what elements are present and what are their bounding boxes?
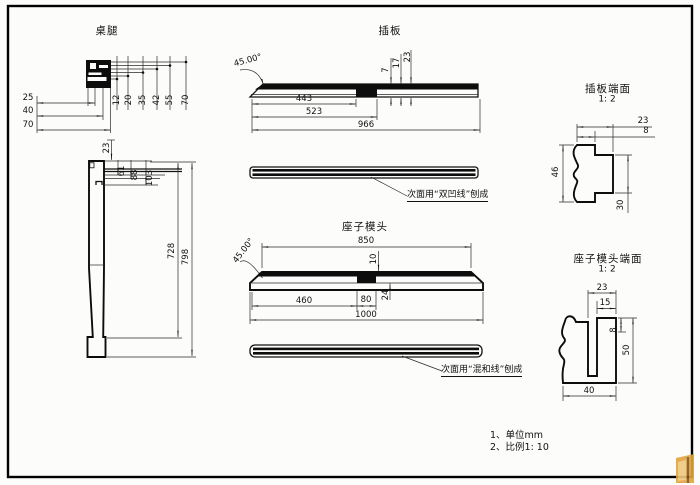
seat-main-view	[239, 243, 484, 324]
dim-label: 50	[621, 344, 632, 356]
dim-label: 20	[123, 94, 134, 106]
seat-profile-bar	[249, 344, 483, 372]
dim-label: 8	[643, 125, 649, 136]
dim-label: 23	[637, 115, 649, 126]
view-title-seat: 座子模头	[342, 220, 388, 233]
leg-top-view	[36, 56, 188, 133]
process-note-board: 次面用“双凹线”刨成	[407, 190, 489, 203]
dim-label: 523	[305, 106, 323, 117]
view-title-board-end: 插板端面	[585, 82, 631, 95]
dim-label: 23	[402, 51, 413, 63]
dim-label: 70	[180, 94, 191, 106]
dim-label: 1000	[355, 309, 377, 320]
dim-label: 103	[144, 169, 155, 187]
dim-label: 42	[151, 94, 162, 106]
dim-label: 460	[295, 295, 313, 306]
note-units: 1、单位mm	[490, 430, 544, 441]
dim-label: 35	[137, 94, 148, 106]
board-profile-bar	[249, 166, 479, 197]
dim-label: 17	[391, 57, 402, 69]
watermark-logo	[676, 454, 694, 483]
dim-label: 40	[583, 385, 595, 396]
dim-label: 40	[22, 105, 34, 116]
dim-label: 15	[599, 297, 611, 308]
dim-label: 80	[360, 294, 372, 305]
scale-label-board-end: 1: 2	[598, 94, 616, 105]
dim-label: 850	[357, 235, 375, 246]
dim-label: 798	[180, 248, 191, 266]
note-scale: 2、比例1: 10	[490, 442, 549, 453]
dim-label: 728	[166, 242, 177, 260]
view-title-leg: 桌腿	[95, 24, 119, 37]
dim-label: 25	[22, 92, 34, 103]
view-title-board: 插板	[378, 24, 402, 37]
scale-label-seat-end: 1: 2	[598, 264, 616, 275]
dim-label: 46	[550, 166, 561, 178]
dim-label: 30	[615, 199, 626, 211]
dim-label: 24	[380, 289, 391, 301]
seat-end-section	[558, 290, 637, 401]
dim-label: 61	[116, 165, 127, 177]
dim-label: 12	[111, 94, 122, 106]
dim-label: 23	[101, 142, 112, 154]
dim-label: 443	[295, 93, 313, 104]
dim-label: 70	[22, 119, 34, 130]
board-main-view	[239, 50, 481, 133]
dim-label: 966	[357, 119, 375, 130]
view-title-seat-end: 座子模头端面	[573, 252, 643, 265]
leg-front-view	[86, 139, 196, 358]
dim-label: 7	[380, 67, 391, 73]
dim-label: 55	[164, 94, 175, 106]
dim-label: 10	[368, 253, 379, 265]
sheet-border	[6, 4, 694, 479]
dim-label: 8	[608, 327, 619, 333]
dim-label: 88	[129, 169, 140, 181]
board-end-section	[559, 124, 655, 213]
dim-label: 23	[596, 282, 608, 293]
process-note-seat: 次面用“混和线”刨成	[441, 365, 523, 378]
